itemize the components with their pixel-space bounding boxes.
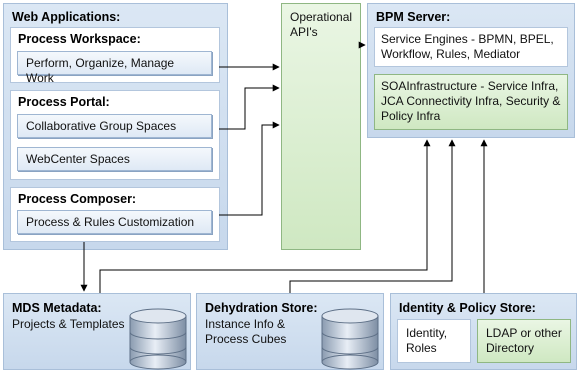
webcenter-spaces-item: WebCenter Spaces [17,147,212,171]
identity-policy-store-panel: Identity & Policy Store: Identity, Roles… [390,293,577,370]
process-rules-customization-item: Process & Rules Customization [17,210,212,234]
soa-infrastructure-box: SOAInfrastructure - Service Infra, JCA C… [374,74,568,130]
service-engines-box: Service Engines - BPMN, BPEL, Workflow, … [374,27,568,67]
operational-apis-box: Operational API's [281,3,361,250]
bpm-server-panel: BPM Server: Service Engines - BPMN, BPEL… [367,3,575,138]
mds-bpm-arrow [99,139,431,293]
dehydration-bpm-arrow [289,139,456,293]
collaborative-group-spaces-item: Collaborative Group Spaces [17,114,212,138]
dehydration-store-title: Dehydration Store: [205,301,318,315]
dehydration-store-subtitle: Instance Info & Process Cubes [205,317,287,346]
identity-roles-box: Identity, Roles [397,319,471,363]
portal-api-arrow [219,84,280,130]
operational-apis-label: Operational API's [290,10,353,39]
process-workspace-panel: Process Workspace: Perform, Organize, Ma… [10,27,220,85]
database-icon [321,308,379,370]
web-applications-title: Web Applications: [12,10,121,24]
ldap-directory-box: LDAP or other Directory [477,319,571,363]
process-composer-panel: Process Composer: Process & Rules Custom… [10,187,220,242]
database-icon [129,308,187,370]
mds-metadata-title: MDS Metadata: [12,301,102,315]
mds-metadata-subtitle: Projects & Templates [12,317,125,331]
identity-policy-store-title: Identity & Policy Store: [399,301,536,315]
bpm-server-title: BPM Server: [376,10,451,24]
composer-api-arrow [219,121,280,216]
perform-organize-item: Perform, Organize, Manage Work [17,51,212,85]
process-workspace-title: Process Workspace: [18,32,141,46]
process-composer-title: Process Composer: [18,192,137,206]
process-portal-panel: Process Portal: Collaborative Group Spac… [10,90,220,180]
process-portal-title: Process Portal: [18,95,110,109]
